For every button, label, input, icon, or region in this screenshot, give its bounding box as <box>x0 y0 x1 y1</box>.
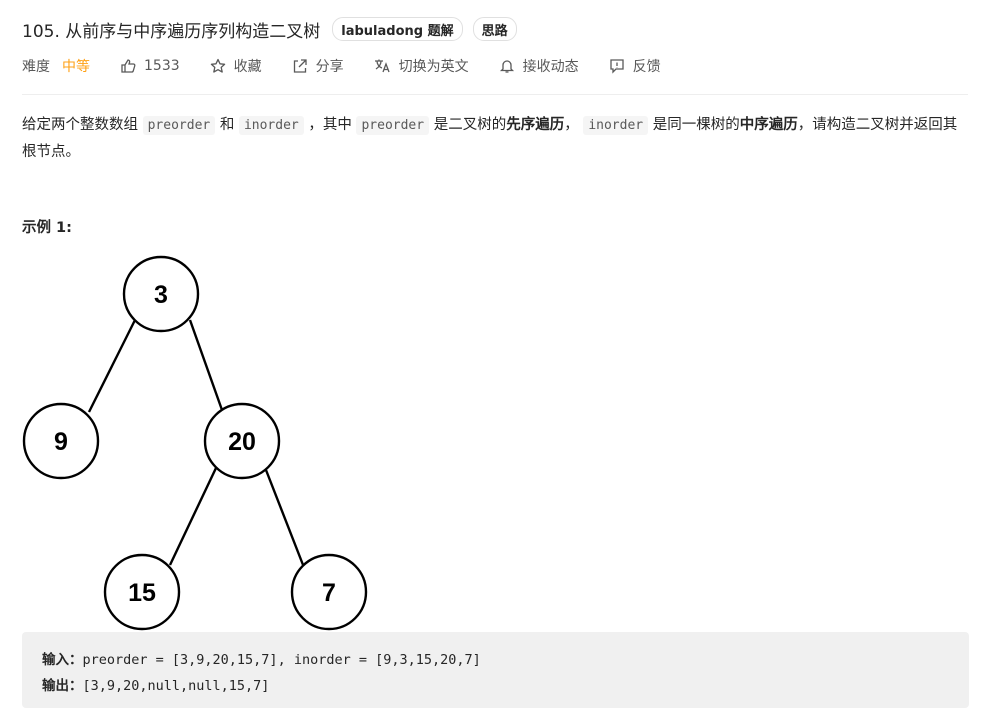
difficulty-label: 难度 <box>22 59 50 75</box>
tree-node: 7 <box>290 553 368 631</box>
tree-edge <box>188 319 224 411</box>
node-label: 15 <box>128 579 156 607</box>
example-io-block: 输入：preorder = [3,9,20,15,7], inorder = [… <box>22 632 969 708</box>
desc-bold: 先序遍历 <box>506 117 565 133</box>
binary-tree-diagram: 3 9 20 15 7 <box>22 255 368 631</box>
node-label: 3 <box>154 281 168 309</box>
tree-edge <box>168 467 218 566</box>
code-inorder: inorder <box>238 116 304 135</box>
translate-icon <box>374 58 391 74</box>
feedback-label: 反馈 <box>632 59 661 75</box>
share-button[interactable]: 分享 <box>292 56 344 76</box>
share-icon <box>292 58 308 74</box>
example-input-line: 输入：preorder = [3,9,20,15,7], inorder = [… <box>42 648 481 668</box>
star-icon <box>210 58 226 74</box>
example-title: 示例 1: <box>22 220 72 236</box>
feedback-button[interactable]: 反馈 <box>609 56 661 76</box>
node-label: 9 <box>54 428 68 456</box>
code-preorder: preorder <box>142 116 216 135</box>
tag-hint[interactable]: 思路 <box>472 17 517 41</box>
desc-text: 和 <box>215 117 239 133</box>
desc-text: ，其中 <box>303 117 357 133</box>
tree-node: 9 <box>22 402 100 480</box>
code-inorder: inorder <box>583 116 649 135</box>
problem-description: 给定两个整数数组 preorder 和 inorder ，其中 preorder… <box>22 112 962 165</box>
feedback-icon <box>609 58 625 74</box>
notify-label: 接收动态 <box>522 59 579 75</box>
difficulty-value: 中等 <box>62 59 90 75</box>
switch-language-button[interactable]: 切换为英文 <box>374 56 469 76</box>
title-row: 105. 从前序与中序遍历序列构造二叉树 labuladong 题解 思路 <box>22 14 527 44</box>
output-label: 输出： <box>42 678 83 694</box>
switch-language-label: 切换为英文 <box>398 59 469 75</box>
difficulty: 难度 中等 <box>22 56 90 76</box>
desc-text: 是同一棵树的 <box>648 117 740 133</box>
divider <box>22 94 968 95</box>
tree-edge <box>264 469 307 571</box>
desc-text: 是二叉树的 <box>429 117 507 133</box>
meta-row: 难度 中等 1533 收藏 分享 切换为英文 接收动态 反馈 <box>22 56 691 76</box>
favorite-button[interactable]: 收藏 <box>210 56 262 76</box>
bell-icon <box>499 58 515 74</box>
node-label: 20 <box>228 428 256 456</box>
thumbs-up-icon <box>120 58 136 74</box>
tag-labuladong[interactable]: labuladong 题解 <box>332 17 463 41</box>
desc-text: ，请构造二叉树并返回其根节点。 <box>22 117 958 160</box>
tree-node: 20 <box>203 402 281 480</box>
desc-text: ， <box>564 117 584 133</box>
example-output-line: 输出：[3,9,20,null,null,15,7] <box>42 674 269 694</box>
input-label: 输入： <box>42 652 83 668</box>
input-value: preorder = [3,9,20,15,7], inorder = [9,3… <box>82 652 481 668</box>
tree-node-root: 3 <box>122 255 200 333</box>
like-count: 1533 <box>144 58 180 74</box>
desc-bold: 中序遍历 <box>739 117 798 133</box>
tree-node: 15 <box>103 553 181 631</box>
output-value: [3,9,20,null,null,15,7] <box>82 678 270 694</box>
favorite-label: 收藏 <box>233 59 262 75</box>
problem-title: 105. 从前序与中序遍历序列构造二叉树 <box>22 21 321 42</box>
node-label: 7 <box>322 579 336 607</box>
desc-text: 给定两个整数数组 <box>22 117 143 133</box>
share-label: 分享 <box>315 59 344 75</box>
notify-button[interactable]: 接收动态 <box>499 56 579 76</box>
code-preorder: preorder <box>356 116 430 135</box>
like-button[interactable]: 1533 <box>120 58 180 74</box>
tree-edge <box>87 319 137 413</box>
